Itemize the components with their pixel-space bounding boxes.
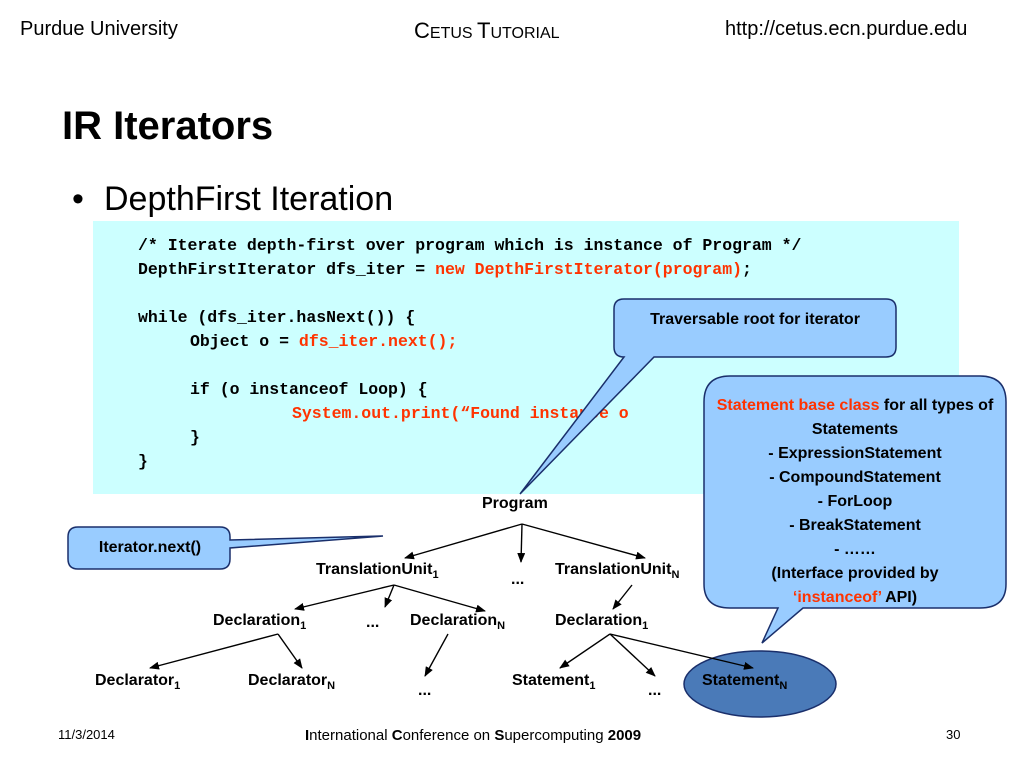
node-declaration-1b: Declaration1 (555, 612, 649, 632)
node-declaration-n: DeclarationN (410, 612, 506, 632)
statement-item: - …… (834, 541, 876, 558)
node-statement-1: Statement1 (512, 672, 596, 692)
code-line-3: while (dfs_iter.hasNext()) { (138, 308, 416, 327)
bullet-dot-icon: • (72, 180, 84, 218)
bullet-item: • DepthFirst Iteration (72, 180, 393, 219)
code-line-4: Object o = dfs_iter.next(); (190, 332, 458, 351)
header-title: CETUS TUTORIAL (414, 18, 560, 43)
node-statement-n: StatementN (702, 672, 788, 692)
code-line-2: DepthFirstIterator dfs_iter = new DepthF… (138, 260, 752, 279)
node-ellipsis: ... (366, 614, 380, 631)
header-organization: Purdue University (20, 18, 178, 40)
interface-note: (Interface provided by‘instanceof’ API) (771, 565, 939, 606)
statementN-highlight-shape (683, 650, 837, 718)
statement-item: - CompoundStatement (769, 469, 941, 486)
statement-item: - BreakStatement (789, 517, 921, 534)
callout-iterator-text: Iterator.next() (98, 539, 202, 556)
node-program: Program (482, 495, 548, 512)
node-declaration-1: Declaration1 (213, 612, 307, 632)
node-ellipsis: ... (511, 571, 525, 588)
code-line-8: } (138, 452, 148, 471)
code-line-1: /* Iterate depth-first over program whic… (138, 236, 802, 255)
code-line-5: if (o instanceof Loop) { (190, 380, 428, 399)
node-declarator-1: Declarator1 (95, 672, 181, 692)
node-translation-unit-n: TranslationUnitN (555, 561, 680, 581)
statement-item: - ForLoop (817, 493, 893, 510)
statement-item: - ExpressionStatement (768, 445, 942, 462)
tree-edges (149, 523, 754, 677)
statement-base-class-label: Statement base class (716, 397, 880, 414)
slide-title: IR Iterators (62, 104, 274, 148)
callout-root-text: Traversable root for iterator (650, 311, 860, 328)
callout-statement-shape (703, 375, 1007, 644)
callout-root-shape (519, 298, 897, 495)
code-line-7: } (190, 428, 200, 447)
footer-date: 11/3/2014 (58, 727, 115, 742)
node-declarator-n: DeclaratorN (248, 672, 336, 692)
node-ellipsis: ... (648, 682, 662, 699)
footer-conference: International Conference on Supercomputi… (305, 727, 642, 744)
node-translation-unit-1: TranslationUnit1 (316, 561, 439, 581)
header-url[interactable]: http://cetus.ecn.purdue.edu (725, 18, 968, 40)
node-ellipsis: ... (418, 682, 432, 699)
bullet-text: DepthFirst Iteration (104, 180, 394, 218)
footer-page-number: 30 (946, 727, 961, 742)
callout-iterator-shape (67, 526, 384, 570)
callout-statement-text: Statement base class for all types of St… (712, 394, 998, 610)
